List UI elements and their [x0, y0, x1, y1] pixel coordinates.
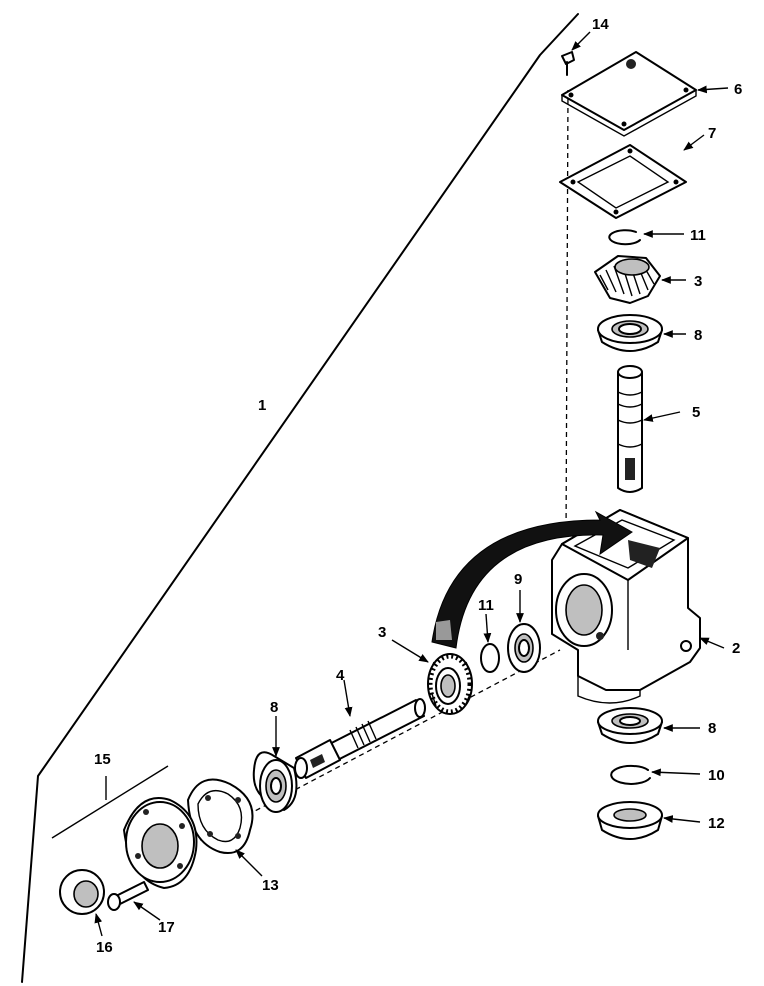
- seal-part-16: [59, 869, 105, 915]
- assembly-bracket: [21, 13, 579, 983]
- group-bracket-15: [51, 765, 169, 839]
- label-14: 14: [592, 16, 609, 33]
- part-labels: 1 2 3 3 4 5 6 7 8 8 8 9 10 11 11 12 13 1…: [94, 16, 742, 956]
- label-4: 4: [336, 667, 345, 684]
- label-13: 13: [262, 877, 279, 894]
- bevel-gear-part-3-top: [594, 255, 661, 304]
- bevel-gear-part-3-mid: [427, 653, 473, 715]
- label-1: 1: [258, 397, 266, 414]
- label-3-mid: 3: [378, 624, 386, 641]
- label-12: 12: [708, 815, 725, 832]
- label-17: 17: [158, 919, 175, 936]
- assembly-arrow: [431, 510, 633, 649]
- gasket-part-13: [187, 778, 254, 854]
- snap-ring-part-10: [610, 764, 651, 785]
- label-6: 6: [734, 81, 742, 98]
- bearing-part-8-mid: [252, 751, 298, 813]
- label-5: 5: [692, 404, 700, 421]
- label-8-top: 8: [694, 327, 702, 344]
- screw-part-14: [561, 51, 575, 76]
- label-16: 16: [96, 939, 113, 956]
- label-10: 10: [708, 767, 725, 784]
- label-8-mid: 8: [270, 699, 278, 716]
- leader-lines: [94, 31, 729, 937]
- bolt-part-17: [107, 881, 149, 911]
- seal-part-12: [597, 801, 663, 840]
- flange-part-15: [123, 797, 198, 889]
- snap-ring-part-11-top: [608, 229, 641, 246]
- label-3-top: 3: [694, 273, 702, 290]
- cover-plate-part-6: [561, 51, 697, 137]
- vertical-shaft-part-5: [617, 365, 643, 493]
- gearbox-housing-part-2: [551, 509, 701, 704]
- label-2: 2: [732, 640, 740, 657]
- bearing-part-8-top: [597, 314, 663, 352]
- label-8-lower: 8: [708, 720, 716, 737]
- horizontal-shaft-part-4: [294, 698, 426, 779]
- bearing-part-9: [507, 623, 541, 673]
- label-9: 9: [514, 571, 522, 588]
- bearing-part-8-lower: [597, 707, 663, 744]
- label-11-mid: 11: [478, 597, 494, 614]
- label-11-top: 11: [690, 227, 706, 244]
- label-15: 15: [94, 751, 111, 768]
- assembly-centerlines: [199, 89, 569, 841]
- snap-ring-part-11-mid: [480, 643, 500, 673]
- gasket-part-7: [559, 144, 687, 219]
- label-7: 7: [708, 125, 716, 142]
